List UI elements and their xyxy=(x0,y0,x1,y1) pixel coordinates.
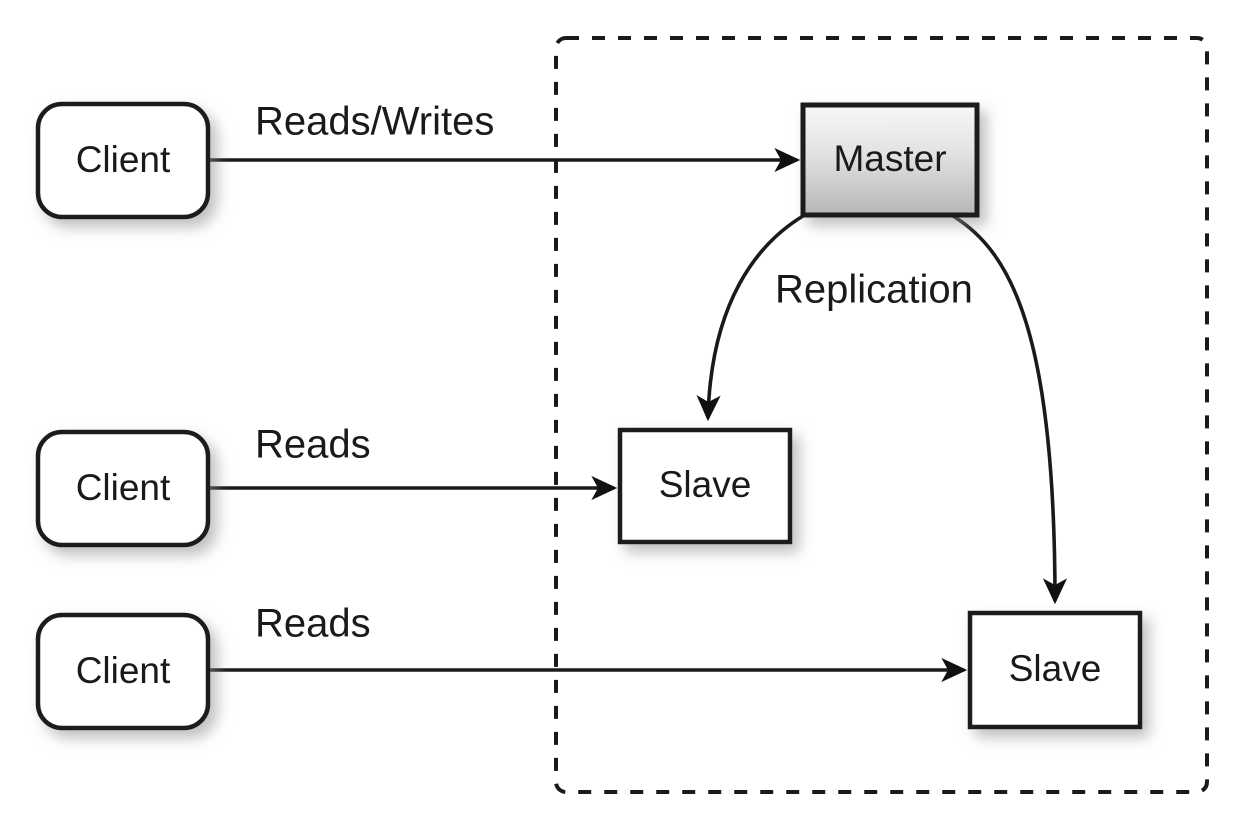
client-1-label: Client xyxy=(76,139,171,180)
edge-label-reads-slave-1: Reads xyxy=(255,423,371,467)
node-client-2[interactable]: Client xyxy=(35,429,211,548)
slave-1-box[interactable] xyxy=(617,427,793,545)
slave-1-label: Slave xyxy=(659,464,752,505)
slave-2-label: Slave xyxy=(1009,648,1102,689)
edge-master-slave1 xyxy=(696,214,804,422)
client-2-label: Client xyxy=(76,467,171,508)
slave-2-box[interactable] xyxy=(967,610,1143,730)
node-slave-1[interactable]: Slave xyxy=(617,427,793,545)
node-slave-2[interactable]: Slave xyxy=(967,610,1143,730)
node-client-3[interactable]: Client xyxy=(35,612,211,731)
node-master[interactable]: Master xyxy=(800,102,980,218)
edge-label-replication: Replication xyxy=(775,268,973,312)
client-3-label: Client xyxy=(76,650,171,691)
master-box[interactable] xyxy=(800,102,980,218)
replicated-datastore-boundary xyxy=(554,36,1209,794)
client-1-box[interactable] xyxy=(35,101,211,220)
node-client-1[interactable]: Client xyxy=(35,101,211,220)
edge-label-reads-writes: Reads/Writes xyxy=(255,100,494,144)
master-label: Master xyxy=(833,138,946,179)
edge-master-slave2 xyxy=(952,214,1068,605)
client-3-box[interactable] xyxy=(35,612,211,731)
edge-label-reads-slave-2: Reads xyxy=(255,602,371,646)
client-2-box[interactable] xyxy=(35,429,211,548)
